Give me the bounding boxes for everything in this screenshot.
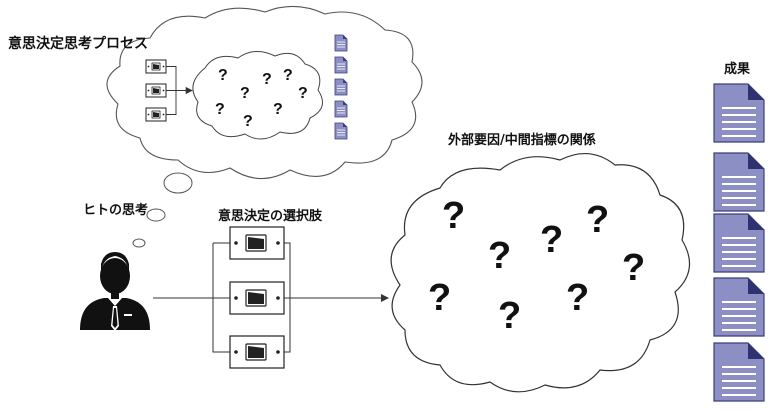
result-document-5 xyxy=(713,342,765,402)
small-switch-2 xyxy=(145,83,167,98)
option-switch-2 xyxy=(229,281,285,315)
result-document-3 xyxy=(713,213,765,273)
big-question-5: ? xyxy=(622,247,645,289)
big-question-3: ? xyxy=(540,219,563,261)
result-document-2 xyxy=(713,152,765,212)
option-switch-1 xyxy=(229,226,285,260)
small-question-1: ? xyxy=(218,67,228,84)
document-icon-small-5 xyxy=(334,122,348,140)
document-icon-small-2 xyxy=(334,56,348,74)
person-icon xyxy=(80,252,150,331)
big-question-2: ? xyxy=(586,199,609,241)
small-question-4: ? xyxy=(240,85,250,102)
small-question-7: ? xyxy=(273,101,283,118)
small-switch-3 xyxy=(145,107,167,122)
result-document-1 xyxy=(713,83,765,143)
big-question-6: ? xyxy=(428,277,451,319)
external-factors-cloud xyxy=(390,153,691,393)
option-switch-3 xyxy=(229,335,285,369)
results-label: 成果 xyxy=(724,62,751,77)
document-icon-small-3 xyxy=(334,78,348,96)
small-question-3: ? xyxy=(283,67,293,84)
small-question-5: ? xyxy=(298,85,308,102)
big-question-8: ? xyxy=(498,295,521,337)
external-factors-label: 外部要因/中間指標の関係 xyxy=(448,133,596,148)
thought-bubble-large xyxy=(163,172,193,194)
small-question-2: ? xyxy=(262,71,272,88)
thought-process-label: 意思決定思考プロセス xyxy=(8,36,148,52)
big-question-4: ? xyxy=(488,235,511,277)
big-question-1: ? xyxy=(442,195,465,237)
decision-options-label: 意思決定の選択肢 xyxy=(218,209,323,224)
thought-bubble-medium xyxy=(146,208,166,222)
thought-bubble-small xyxy=(132,238,146,248)
big-question-7: ? xyxy=(566,277,589,319)
document-icon-small-4 xyxy=(334,100,348,118)
small-question-8: ? xyxy=(243,113,253,130)
human-thought-label: ヒトの思考 xyxy=(83,203,149,218)
document-icon-small-1 xyxy=(334,34,348,52)
small-question-6: ? xyxy=(215,101,225,118)
small-inner-cloud xyxy=(192,51,323,140)
result-document-4 xyxy=(713,277,765,337)
small-switch-1 xyxy=(145,59,167,74)
